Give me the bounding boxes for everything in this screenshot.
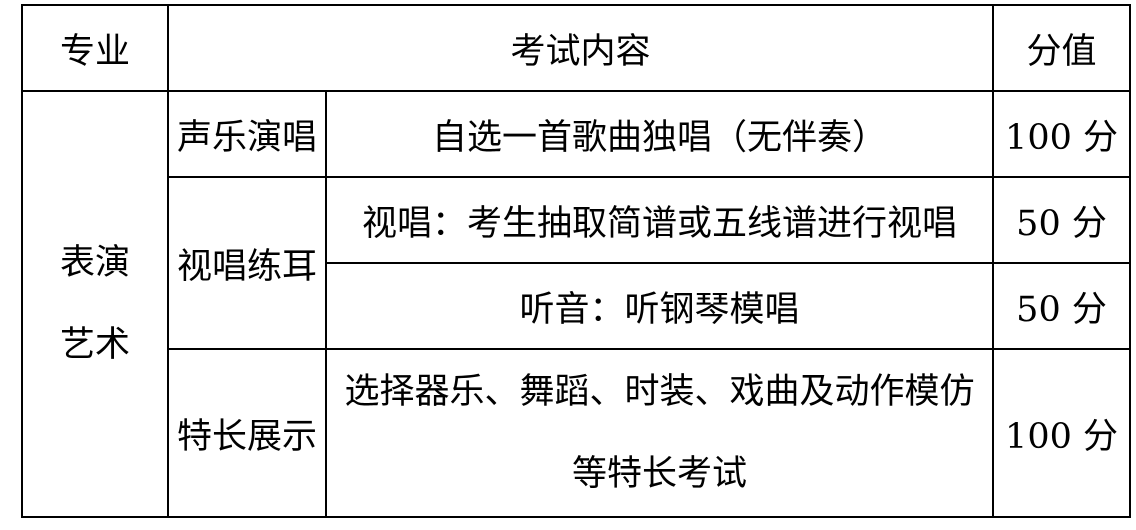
- header-content: 考试内容: [166, 4, 995, 92]
- category-cell: 视唱练耳: [167, 176, 327, 350]
- score-cell: 50 分: [992, 262, 1132, 350]
- content-cell: 自选一首歌曲独唱（无伴奏）: [324, 90, 995, 178]
- content-line-1: 选择器乐、舞蹈、时装、戏曲及动作模仿: [344, 372, 975, 412]
- major-line-1: 表演: [59, 243, 130, 283]
- header-row: 专业 考试内容 分值: [21, 4, 1132, 92]
- content-cell: 听音：听钢琴模唱: [324, 262, 995, 350]
- score-cell: 50 分: [992, 176, 1132, 264]
- content-line-2: 等特长考试: [572, 454, 748, 494]
- exam-content-table: 专业 考试内容 分值 表演 艺术 声乐演唱 自选一首歌曲独唱（无伴奏） 100 …: [21, 4, 1132, 518]
- header-major: 专业: [21, 4, 169, 92]
- score-cell: 100 分: [992, 90, 1132, 178]
- table-row: 特长展示 选择器乐、舞蹈、时装、戏曲及动作模仿 等特长考试 100 分: [22, 348, 1132, 518]
- content-cell: 选择器乐、舞蹈、时装、戏曲及动作模仿 等特长考试: [324, 348, 995, 518]
- table-row: 表演 艺术 声乐演唱 自选一首歌曲独唱（无伴奏） 100 分: [21, 90, 1132, 518]
- table-row: 听音：听钢琴模唱 50 分: [22, 262, 1132, 350]
- category-cell: 特长展示: [167, 348, 327, 518]
- header-score: 分值: [992, 4, 1132, 92]
- score-cell: 100 分: [992, 348, 1132, 518]
- major-cell: 表演 艺术: [21, 90, 169, 518]
- table-row: 视唱练耳 视唱：考生抽取简谱或五线谱进行视唱 50 分: [22, 176, 1132, 350]
- content-cell: 视唱：考生抽取简谱或五线谱进行视唱: [324, 176, 995, 264]
- major-line-2: 艺术: [59, 325, 130, 365]
- category-cell: 声乐演唱: [167, 90, 327, 178]
